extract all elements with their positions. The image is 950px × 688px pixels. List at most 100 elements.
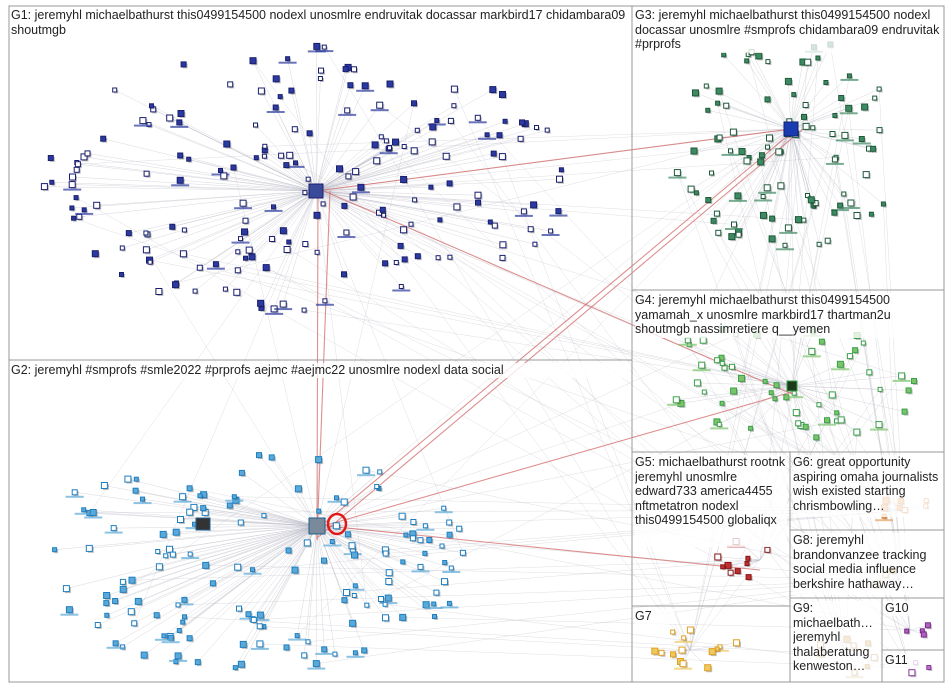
- node-g2[interactable]: [234, 563, 242, 571]
- node-g3[interactable]: [880, 201, 886, 207]
- node-g1[interactable]: [49, 179, 55, 185]
- node-g1[interactable]: [253, 155, 259, 161]
- node-g2[interactable]: [377, 469, 383, 475]
- node-g2[interactable]: [100, 482, 108, 489]
- node-g3[interactable]: [728, 233, 736, 241]
- node-g3[interactable]: [876, 86, 882, 92]
- node-g2[interactable]: [194, 659, 201, 666]
- node-g2[interactable]: [231, 494, 237, 500]
- node-g3[interactable]: [804, 58, 812, 66]
- node-g1[interactable]: [218, 168, 223, 173]
- node-g3[interactable]: [841, 191, 847, 197]
- node-g2[interactable]: [239, 640, 247, 648]
- node-g2[interactable]: [209, 580, 216, 587]
- node-g11[interactable]: [926, 665, 932, 670]
- node-g2[interactable]: [441, 578, 448, 586]
- node-g3[interactable]: [838, 95, 845, 101]
- node-g11[interactable]: [908, 669, 916, 677]
- node-g2[interactable]: [384, 594, 392, 602]
- node-g4[interactable]: [701, 389, 707, 395]
- node-g1[interactable]: [446, 180, 453, 187]
- node-g1[interactable]: [387, 145, 392, 151]
- node-g2[interactable]: [155, 549, 161, 554]
- node-g1[interactable]: [257, 299, 265, 307]
- node-g2[interactable]: [89, 509, 97, 516]
- node-g2[interactable]: [161, 633, 167, 639]
- node-g2[interactable]: [351, 593, 357, 598]
- node-g4[interactable]: [791, 390, 797, 396]
- node-g1[interactable]: [517, 135, 524, 142]
- node-g1[interactable]: [382, 260, 389, 267]
- node-g1[interactable]: [393, 260, 399, 265]
- node-g3[interactable]: [777, 182, 785, 190]
- node-g4[interactable]: [828, 391, 836, 399]
- node-g2[interactable]: [202, 561, 210, 569]
- node-g1[interactable]: [544, 127, 550, 133]
- node-g1[interactable]: [220, 172, 228, 180]
- node-g1[interactable]: [351, 66, 357, 73]
- node-g2[interactable]: [140, 651, 148, 659]
- node-g2[interactable]: [187, 551, 193, 557]
- node-g4[interactable]: [773, 382, 780, 389]
- node-g2[interactable]: [332, 651, 338, 657]
- node-g1[interactable]: [347, 82, 354, 89]
- node-g1[interactable]: [386, 80, 394, 88]
- node-g2[interactable]: [361, 647, 368, 654]
- node-g2[interactable]: [446, 600, 452, 606]
- node-g1[interactable]: [489, 86, 497, 94]
- node-g2[interactable]: [250, 567, 255, 573]
- node-g2[interactable]: [256, 623, 263, 630]
- node-g2[interactable]: [176, 628, 182, 633]
- node-g1[interactable]: [40, 183, 48, 191]
- node-g1[interactable]: [84, 150, 91, 157]
- node-g3[interactable]: [807, 196, 815, 204]
- node-g2[interactable]: [232, 665, 238, 671]
- node-g1[interactable]: [139, 117, 147, 125]
- node-g3[interactable]: [768, 235, 776, 243]
- node-g1[interactable]: [428, 138, 436, 146]
- node-g1[interactable]: [491, 222, 498, 229]
- node-g1[interactable]: [392, 138, 399, 146]
- node-g2[interactable]: [65, 606, 73, 614]
- node-g3[interactable]: [775, 148, 783, 156]
- node-g2[interactable]: [294, 633, 300, 639]
- node-g2[interactable]: [181, 596, 188, 603]
- node-g2[interactable]: [236, 605, 242, 612]
- node-g3[interactable]: [705, 197, 712, 203]
- node-g1[interactable]: [177, 152, 184, 159]
- node-g1[interactable]: [378, 134, 384, 140]
- node-g1[interactable]: [272, 104, 279, 111]
- node-g1[interactable]: [321, 44, 327, 50]
- node-g2[interactable]: [398, 512, 406, 520]
- node-g1[interactable]: [302, 241, 309, 247]
- node-g7[interactable]: [681, 635, 687, 641]
- node-g1[interactable]: [371, 141, 379, 149]
- node-g4[interactable]: [684, 337, 691, 344]
- node-g1[interactable]: [397, 242, 404, 249]
- node-g3[interactable]: [805, 193, 810, 198]
- node-g3[interactable]: [731, 221, 737, 228]
- node-g3[interactable]: [716, 134, 723, 141]
- node-g1[interactable]: [496, 132, 503, 139]
- node-g2[interactable]: [153, 612, 160, 619]
- node-g5[interactable]: [744, 561, 750, 566]
- node-g3[interactable]: [802, 122, 810, 130]
- node-g1[interactable]: [414, 127, 420, 133]
- hub-node-g3[interactable]: [783, 121, 799, 137]
- node-g1[interactable]: [291, 126, 298, 133]
- node-g4[interactable]: [818, 338, 825, 345]
- node-g1[interactable]: [341, 271, 347, 278]
- node-g1[interactable]: [341, 202, 348, 209]
- node-g2[interactable]: [343, 589, 350, 596]
- node-g3[interactable]: [815, 55, 821, 61]
- node-g1[interactable]: [271, 204, 276, 210]
- node-g2[interactable]: [321, 646, 328, 653]
- node-g3[interactable]: [758, 152, 765, 159]
- node-g1[interactable]: [176, 176, 184, 184]
- node-g2[interactable]: [238, 469, 245, 476]
- node-g3[interactable]: [765, 59, 771, 65]
- node-g2[interactable]: [186, 635, 193, 642]
- node-g1[interactable]: [534, 125, 539, 130]
- node-g1[interactable]: [410, 147, 418, 155]
- node-g4[interactable]: [911, 378, 917, 384]
